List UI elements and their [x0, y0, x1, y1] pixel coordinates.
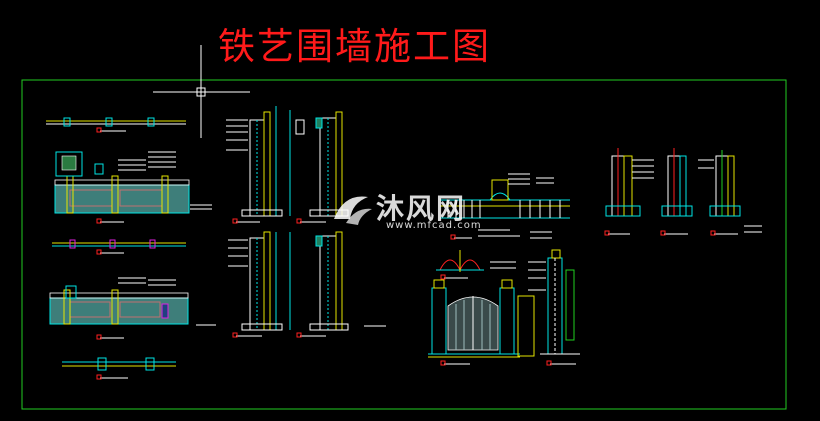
plan-view-mid-strip — [52, 239, 186, 255]
wall-elevation-b — [49, 277, 216, 340]
gate-arch-detail — [436, 250, 516, 280]
drawing-title: 铁艺围墙施工图 — [218, 25, 491, 68]
plan-view-bottom-strip — [62, 357, 176, 380]
wall-section-a — [604, 148, 654, 236]
mufeng-logo-icon — [334, 196, 372, 225]
crosshair-cursor-icon — [153, 45, 250, 138]
plan-view-top-strip — [46, 117, 186, 133]
railing-elevation — [440, 173, 570, 240]
drawing-frame — [21, 79, 787, 410]
gate-pillar-section — [528, 249, 580, 366]
gate-elevation — [428, 279, 535, 366]
wall-section-c — [698, 150, 762, 236]
wall-section-b — [660, 148, 693, 236]
wall-elevation-a — [54, 151, 212, 224]
watermark-url: www.mfcad.com — [386, 220, 482, 231]
watermark: 沐风网 www.mfcad.com — [330, 187, 520, 233]
pillar-section-lower — [228, 231, 386, 338]
watermark-brand: 沐风网 — [376, 192, 467, 225]
